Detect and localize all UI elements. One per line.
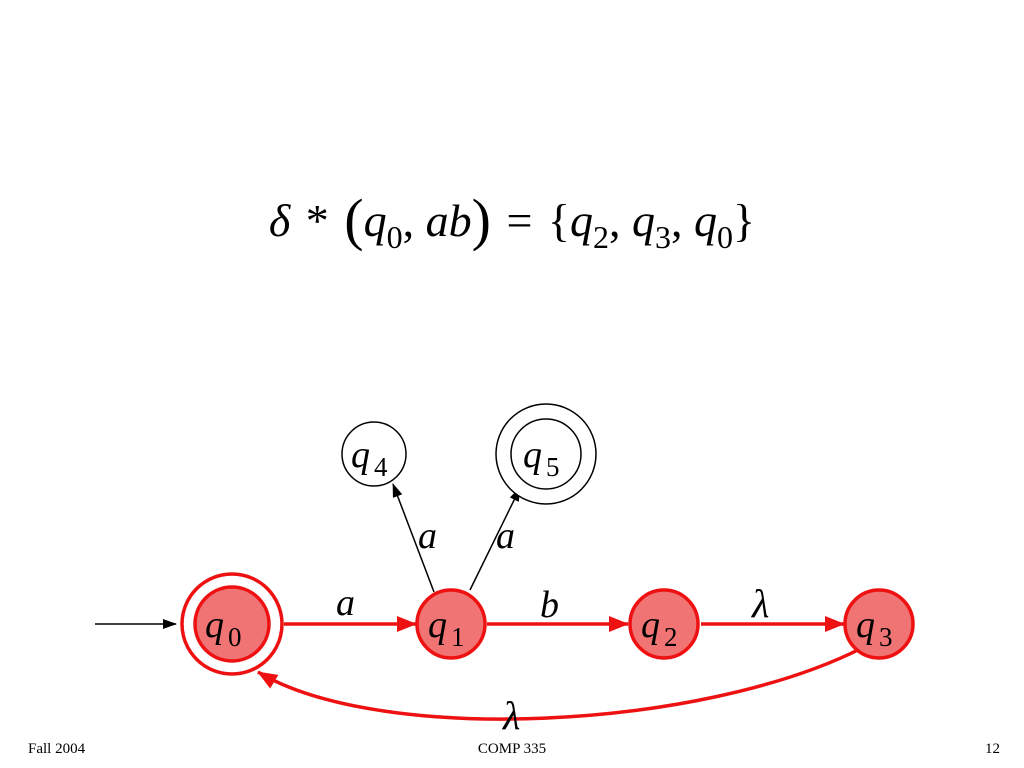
state-q2-sub: 2: [664, 622, 678, 652]
footer-term: Fall 2004: [28, 741, 86, 757]
formula-q0b-letter: q: [694, 195, 717, 246]
edge-label-q1-q2: b: [540, 584, 559, 626]
state-q0-sub: 0: [228, 622, 242, 652]
edge-label-q0-q1: a: [336, 582, 355, 624]
state-q2: q 2: [628, 588, 700, 660]
state-q1: q 1: [415, 588, 487, 660]
state-q1-sub: 1: [451, 622, 465, 652]
formula-q0-letter: q: [363, 195, 387, 246]
formula-star: *: [305, 195, 329, 246]
state-q0-letter: q: [205, 604, 224, 646]
state-q4-letter: q: [351, 434, 370, 476]
edge-q1-q5: [469, 487, 521, 591]
formula-comma-1: ,: [402, 195, 415, 246]
formula-close-brace: }: [733, 195, 756, 246]
edge-q1-q4: [392, 483, 435, 593]
formula-q0-sub: 0: [386, 219, 403, 255]
state-q1-letter: q: [428, 604, 447, 646]
edge-label-q3-q0: λ: [502, 693, 520, 738]
formula-q2-sub: 2: [593, 219, 609, 255]
footer-page-number: 12: [985, 741, 1000, 757]
state-q3-sub: 3: [879, 622, 893, 652]
formula-q3-letter: q: [632, 195, 655, 246]
formula-delta: δ: [268, 195, 291, 246]
edge-label-q2-q3: λ: [751, 581, 769, 626]
state-q4-sub: 4: [374, 452, 388, 482]
formula-comma-2: ,: [609, 195, 621, 246]
state-q3-letter: q: [856, 604, 875, 646]
state-q5-sub: 5: [546, 452, 560, 482]
formula-q0b-sub: 0: [717, 219, 733, 255]
formula-q3-sub: 3: [655, 219, 671, 255]
edge-q3-q0: [257, 646, 863, 721]
state-q4: q 4: [341, 421, 407, 487]
footer-course: COMP 335: [477, 741, 547, 757]
formula-input-string: ab: [425, 195, 472, 246]
formula-open-paren: (: [344, 187, 364, 252]
formula-equals: =: [506, 195, 533, 246]
formula-open-brace: {: [547, 195, 570, 246]
state-q5-letter: q: [523, 434, 542, 476]
state-q3: q 3: [843, 588, 915, 660]
state-q0: q 0: [180, 572, 284, 676]
formula-q2-letter: q: [570, 195, 593, 246]
edge-label-q1-q5: a: [496, 515, 515, 557]
state-q5: q 5: [495, 403, 597, 505]
formula-comma-3: ,: [671, 195, 683, 246]
formula-close-paren: ): [471, 187, 491, 252]
edge-label-q1-q4: a: [418, 515, 437, 557]
state-q2-letter: q: [641, 604, 660, 646]
formula-extended-transition: δ * (q0, ab) = {q2, q3, q0}: [0, 170, 1024, 270]
